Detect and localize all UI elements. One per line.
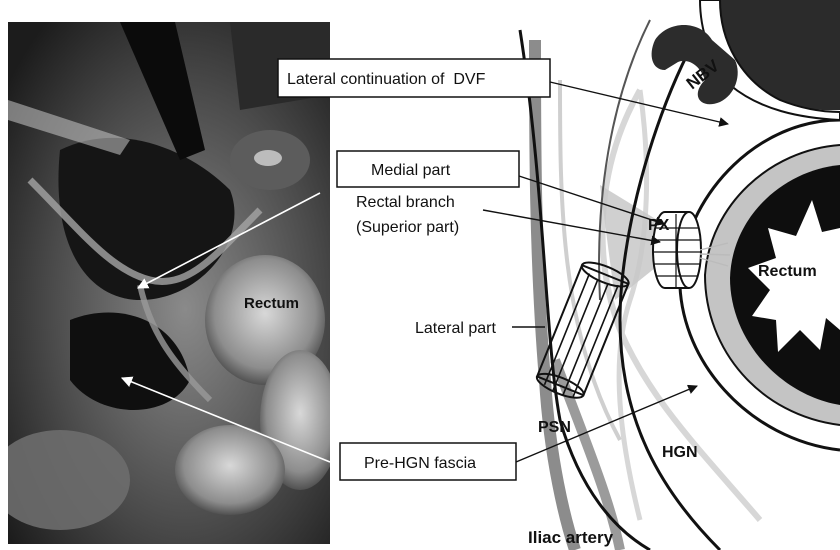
- pre-hgn-callout-text: Pre-HGN fascia: [364, 455, 476, 472]
- schematic-diagram: NBV PX: [520, 0, 840, 550]
- medial-callout-text: Medial part: [371, 162, 451, 179]
- psn-label: PSN: [538, 419, 571, 436]
- rectal-branch-text-1: Rectal branch: [356, 194, 455, 211]
- rectum-label: Rectum: [758, 263, 817, 280]
- photo-rectum-label: Rectum: [244, 295, 299, 312]
- rectal-branch-text-2: (Superior part): [356, 219, 459, 236]
- lateral-part-text: Lateral part: [415, 320, 496, 337]
- hgn-label: HGN: [662, 444, 698, 461]
- iliac-artery-label: Iliac artery: [528, 528, 614, 547]
- dvf-callout-text: Lateral continuation of DVF: [287, 71, 486, 88]
- surgical-photo: Rectum: [0, 22, 340, 544]
